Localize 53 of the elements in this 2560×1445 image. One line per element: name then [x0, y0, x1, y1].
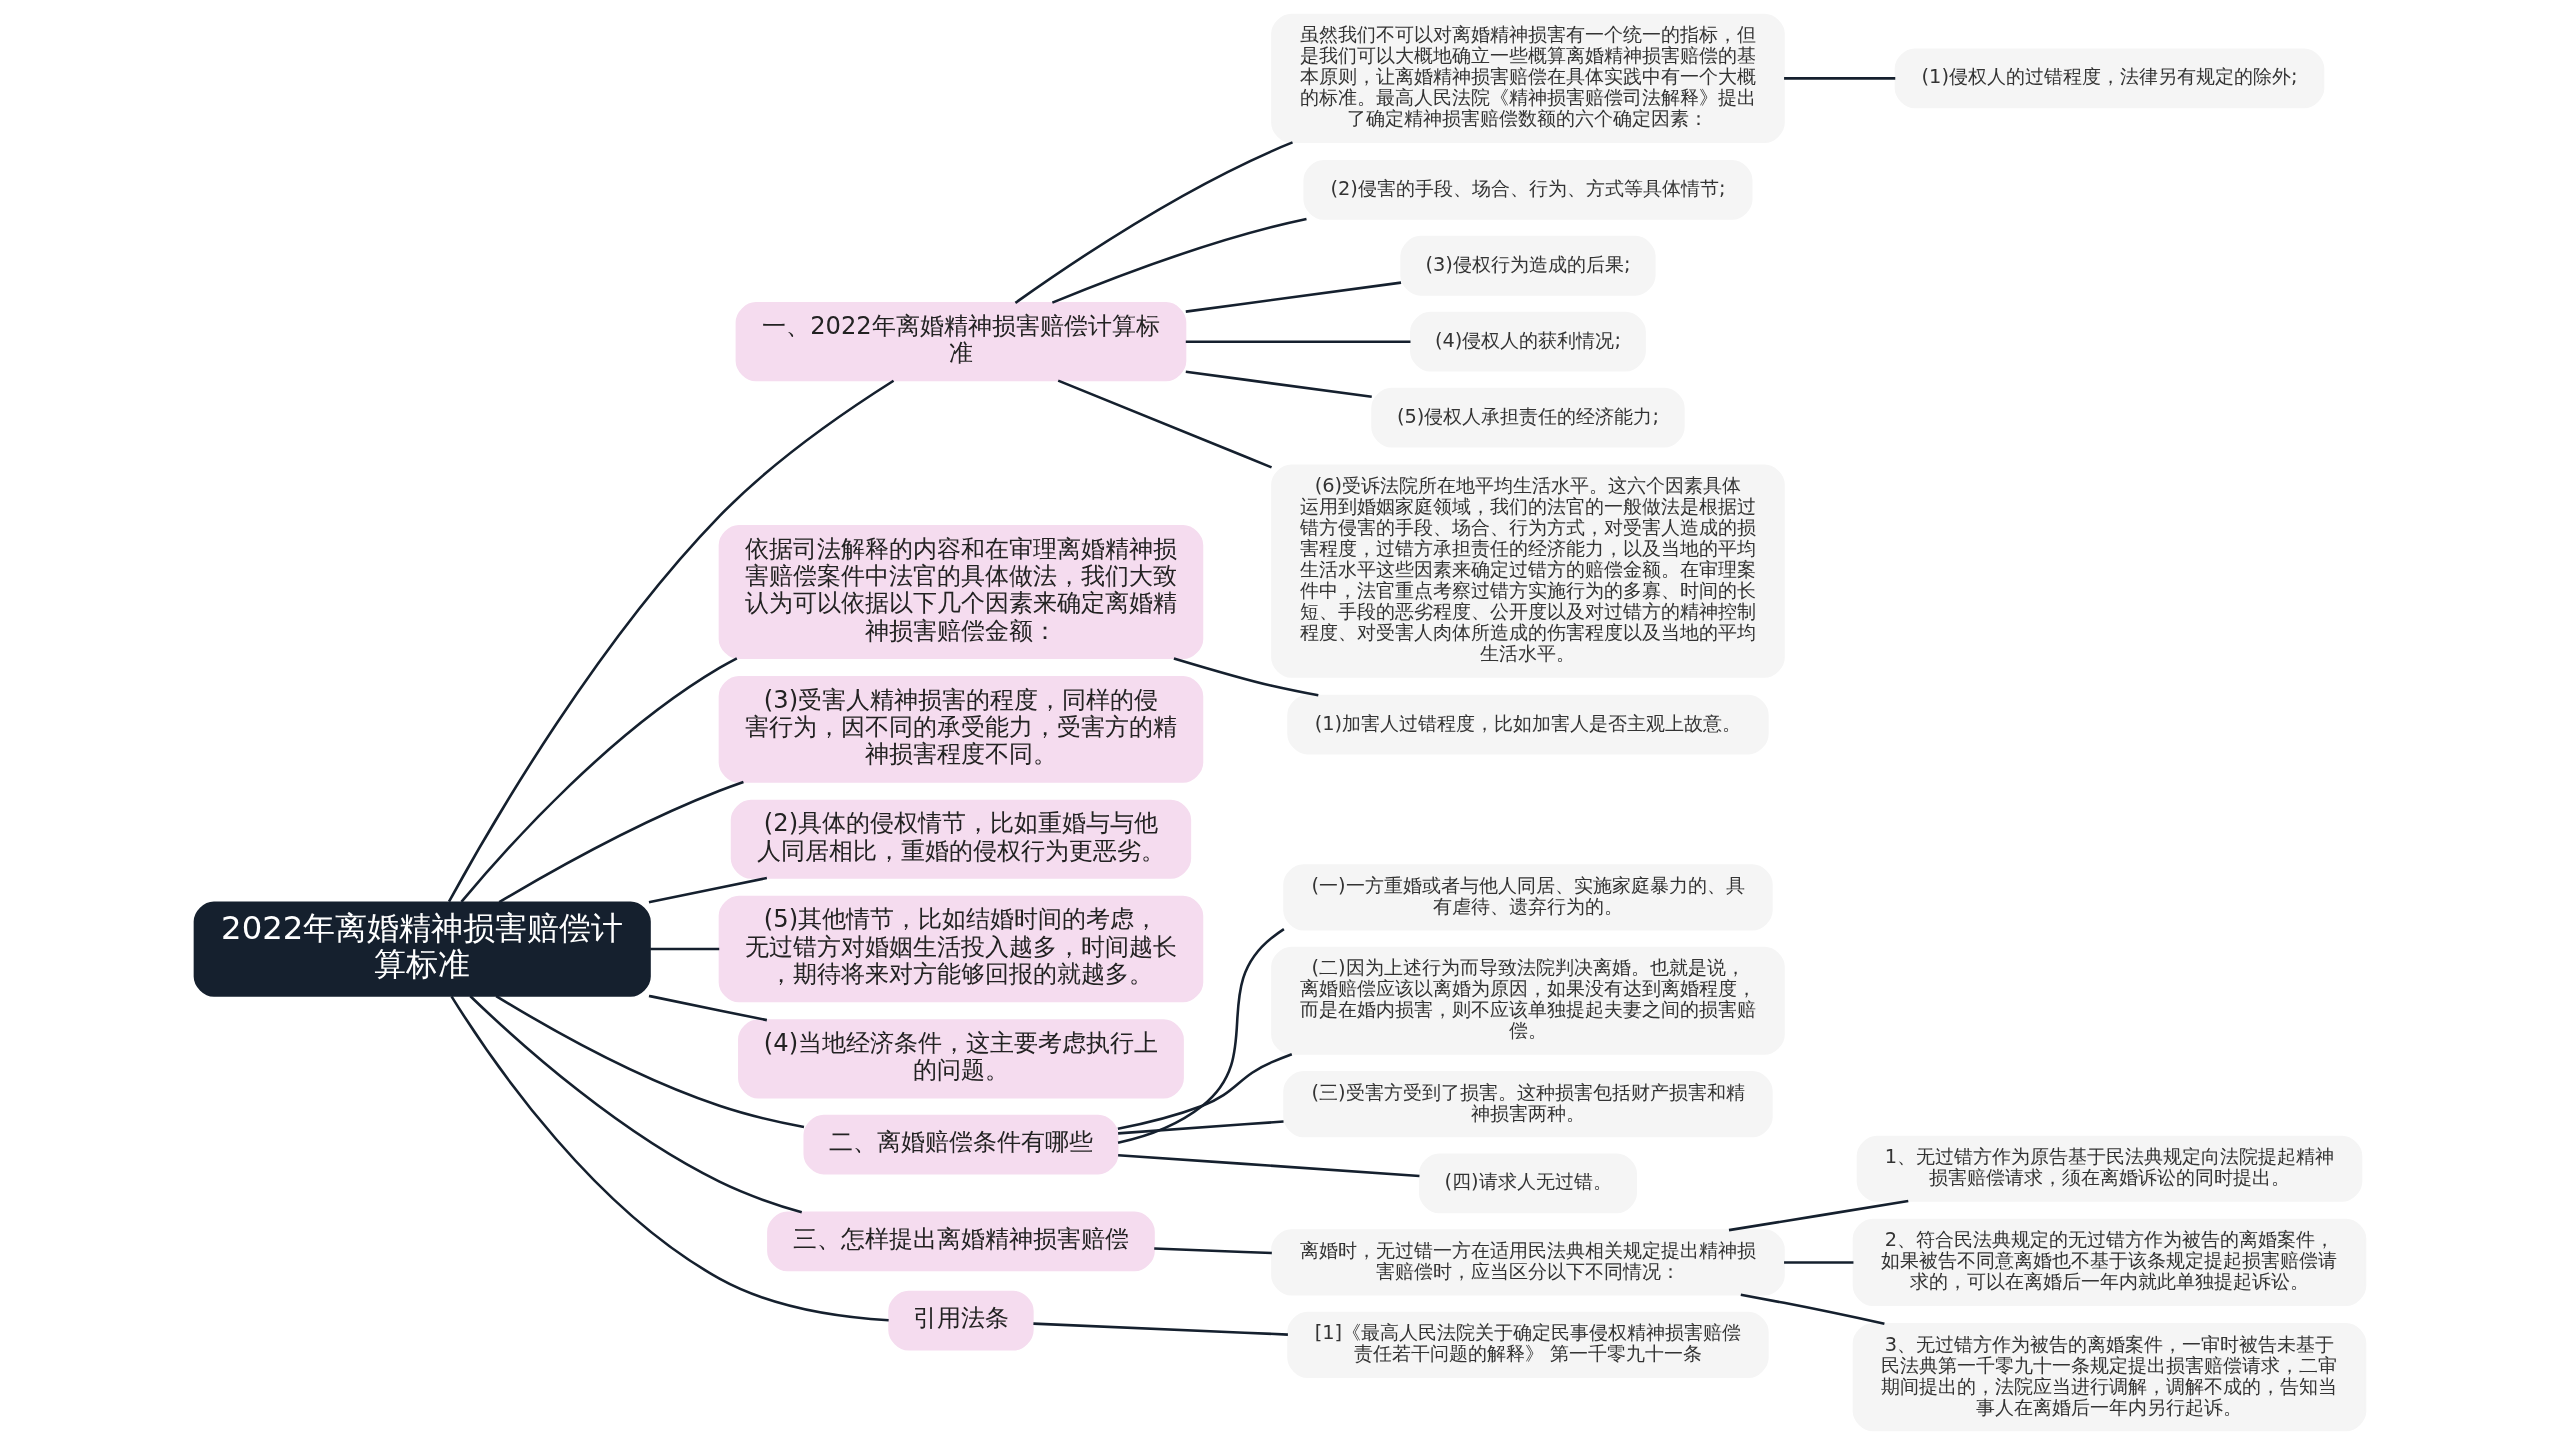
connector — [1185, 281, 1402, 313]
connector — [1728, 1199, 1909, 1232]
connector — [1784, 1261, 1854, 1264]
connector — [1118, 1120, 1284, 1135]
node-box: 引用法条 — [888, 1290, 1034, 1351]
connector — [1173, 657, 1319, 697]
node-box: (四)请求人无过错。 — [1418, 1153, 1637, 1214]
node-box: (二)因为上述行为而导致法院判决离婚。也就是说，离婚赔偿应该以离婚为原因，如果没有达到离婚程度，而是在婚内损害，则不应该单独提起夫妻之间的损害赔偿。 — [1271, 946, 1785, 1055]
node-box: 依据司法解释的内容和在审理离婚精神损害赔偿案件中法官的具体做法，我们大致认为可以依据以下几个因素来确定离婚精神损害赔偿金额： — [718, 525, 1204, 660]
node-box: (1)加害人过错程度，比如加害人是否主观上故意。 — [1287, 694, 1769, 755]
connector — [1117, 928, 1285, 1144]
connector — [1185, 370, 1372, 399]
connector — [1784, 77, 1896, 80]
connector — [1154, 1247, 1272, 1255]
connector — [1117, 1053, 1293, 1130]
node-box: 3、无过错方作为被告的离婚案件，一审时被告未基于民法典第一千零九十一条规定提出损害赔偿请求，二审期间提出的，法院应当进行调解，调解不成的，告知当事人在离婚后一年内另行起诉。 — [1852, 1323, 2367, 1432]
node-box: 一、2022年离婚精神损害赔偿计算标准 — [735, 302, 1187, 382]
connector — [1057, 379, 1273, 469]
connector — [1185, 340, 1411, 343]
node-box: 离婚时，无过错一方在适用民法典相关规定提出精神损害赔偿时，应当区分以下不同情况： — [1271, 1229, 1785, 1296]
connector — [469, 995, 803, 1214]
connector — [460, 657, 738, 903]
node-box: (6)受诉法院所在地平均生活水平。这六个因素具体运用到婚姻家庭领域，我们的法官的一般做法是根据过错方侵害的手段、场合、行为方式，对受害人造成的损害程度，过错方承担责任的经济能力，以及当地的平均生活水平这些因素来确定过错方的赔偿金额。在审理案件中，法官重点考察过错方实施行为的多寡、时间的长短、手段的恶劣程度、公开度以及对过错方的精神控制程度、对受害人肉体所造成的伤害程度以及当地的平均生活水平。 — [1271, 464, 1785, 678]
node-box: (一)一方重婚或者与他人同居、实施家庭暴力的、具有虐待、遗弃行为的。 — [1283, 864, 1773, 931]
node-box: 虽然我们不可以对离婚精神损害有一个统一的指标，但是我们可以大概地确立一些概算离婚精神损害赔偿的基本原则，让离婚精神损害赔偿在具体实践中有一个大概的标准。最高人民法院《精神损害赔偿司法解释》提出了确定精神损害赔偿数额的六个确定因素： — [1271, 13, 1785, 143]
node-box: (三)受害方受到了损害。这种损害包括财产损害和精神损害两种。 — [1283, 1071, 1773, 1138]
node-box: (3)受害人精神损害的程度，同样的侵害行为，因不同的承受能力，受害方的精神损害程度不同。 — [718, 676, 1204, 783]
node-box: 2、符合民法典规定的无过错方作为被告的离婚案件，如果被告不同意离婚也不基于该条规定提起损害赔偿请求的，可以在离婚后一年内就此单独提起诉讼。 — [1852, 1218, 2367, 1307]
node-box: (1)侵权人的过错程度，法律另有规定的除外; — [1894, 48, 2325, 109]
node-box: 1、无过错方作为原告基于民法典规定向法院提起精神损害赔偿请求，须在离婚诉讼的同时提出。 — [1856, 1135, 2363, 1202]
node-box: (5)侵权人承担责任的经济能力; — [1371, 387, 1685, 448]
node-box: (4)当地经济条件，这主要考虑执行上的问题。 — [738, 1019, 1184, 1099]
node-box: (3)侵权行为造成的后果; — [1400, 235, 1656, 296]
connector — [1014, 141, 1293, 304]
connector — [650, 947, 720, 951]
connector — [495, 994, 805, 1129]
connector — [1118, 1153, 1420, 1178]
node-box: 三、怎样提出离婚精神损害赔偿 — [767, 1211, 1155, 1272]
node-box: (2)侵害的手段、场合、行为、方式等具体情节; — [1303, 159, 1753, 220]
connector — [1033, 1322, 1288, 1336]
node-box: [1]《最高人民法院关于确定民事侵权精神损害赔偿责任若干问题的解释》 第一千零九十一条 — [1287, 1311, 1769, 1378]
connector — [450, 995, 889, 1322]
connector — [648, 994, 768, 1022]
connector — [1740, 1293, 1885, 1326]
connector — [498, 780, 744, 904]
node-box: 二、离婚赔偿条件有哪些 — [803, 1114, 1119, 1175]
node-box: (2)具体的侵权情节，比如重婚与与他人同居相比，重婚的侵权行为更恶劣。 — [730, 799, 1192, 879]
connector — [648, 876, 768, 904]
connector — [447, 379, 895, 903]
node-box: (4)侵权人的获利情况; — [1410, 311, 1646, 372]
connector — [1051, 217, 1307, 304]
node-box: (5)其他情节，比如结婚时间的考虑，无过错方对婚姻生活投入越多，时间越长，期待将来对方能够回报的就越多。 — [718, 895, 1204, 1003]
node-box: 2022年离婚精神损害赔偿计算标准 — [193, 901, 651, 997]
